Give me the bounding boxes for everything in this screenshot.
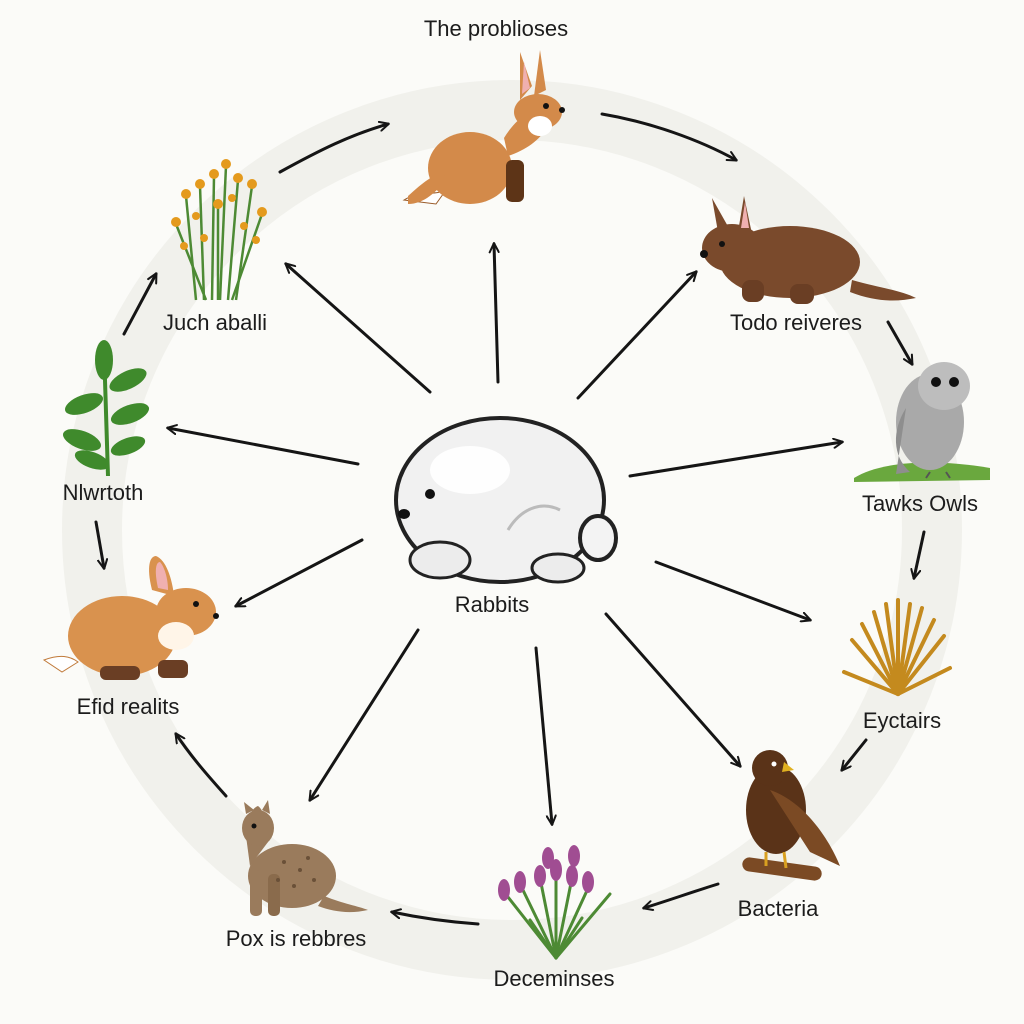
owl-label: Tawks Owls [861, 491, 979, 516]
arrow-center-to-leafy [168, 428, 360, 466]
brown-animal-label: Todo reiveres [729, 310, 863, 335]
leafy-plant-illustration [62, 340, 150, 477]
spotted-cat-label: Pox is rebbres [225, 926, 367, 951]
left-rabbit-label: Efid realits [76, 694, 180, 719]
arrow-owl-to-grass [914, 530, 926, 578]
spotted-cat-illustration [242, 800, 368, 916]
hawk-label: Bacteria [737, 896, 819, 921]
arrow-leafy-to-leftrabbit [94, 520, 104, 568]
flowers-illustration [171, 159, 267, 301]
grass-tuft-illustration [842, 598, 952, 696]
leafy-plant-label: Nlwrtoth [62, 480, 144, 505]
arrow-cat-to-leftrabbit [176, 734, 228, 798]
brown-animal-illustration [700, 196, 916, 304]
arrow-brown-to-owl [886, 320, 914, 364]
arrow-center-to-owl [628, 442, 842, 478]
left-rabbit-illustration [42, 556, 219, 680]
arrow-leafy-to-flowers [122, 274, 158, 336]
diagram-title: The problioses [423, 16, 569, 41]
arrow-purple-to-cat [392, 912, 480, 926]
arrow-center-to-hawk [604, 612, 740, 766]
arrow-center-to-grass [654, 560, 810, 620]
background-halo [62, 80, 962, 980]
purple-plant-label: Deceminses [493, 966, 615, 991]
purple-plant-illustration [498, 845, 612, 960]
center-rabbits-label: Rabbits [454, 592, 530, 617]
owl-illustration [854, 362, 990, 482]
arrow-center-to-flowers [286, 264, 432, 394]
arrow-grass-to-hawk [842, 738, 868, 770]
top-fox-illustration [402, 50, 565, 205]
arrow-center-to-topfox [494, 244, 498, 384]
arrow-flowers-to-topfox [278, 124, 388, 174]
arrow-center-to-cat [308, 628, 420, 800]
arrow-center-to-brown [576, 272, 696, 400]
grass-tuft-label: Eyctairs [862, 708, 942, 733]
arrow-center-to-purple [534, 646, 552, 824]
hawk-illustration [742, 750, 840, 881]
center-rabbit-illustration [394, 416, 618, 584]
arrows [94, 112, 926, 926]
flowers-label: Juch aballi [163, 310, 267, 335]
arrow-hawk-to-purple [644, 882, 720, 908]
arrow-topfox-to-brown [600, 112, 736, 162]
arrow-center-to-leftrabbit [236, 538, 364, 608]
